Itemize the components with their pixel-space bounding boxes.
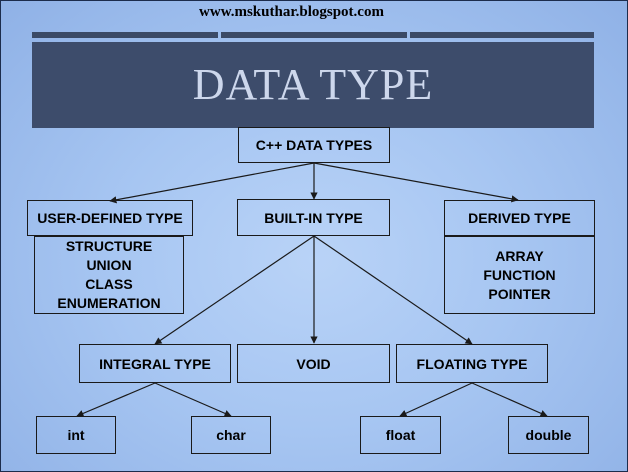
float-label: float [385, 427, 416, 443]
user-defined-node: USER-DEFINED TYPE [27, 200, 193, 236]
header-stripe-middle [221, 32, 407, 38]
arrow-integral-to-int [76, 382, 156, 417]
list-item: ARRAY [495, 247, 544, 264]
arrow-integral-to-char [154, 382, 232, 417]
int-label: int [67, 427, 85, 443]
built-in-node: BUILT-IN TYPE [237, 199, 390, 236]
banner-title: DATA TYPE [192, 60, 434, 109]
list-item: STRUCTURE [65, 238, 153, 254]
title-banner: DATA TYPE [32, 42, 594, 128]
header-stripe-left [32, 32, 218, 38]
char-label: char [216, 427, 246, 443]
arrow-floating-to-double [471, 382, 548, 417]
site-url: www.mskuthar.blogspot.com [199, 4, 384, 20]
integral-node: INTEGRAL TYPE [79, 344, 231, 383]
integral-label: INTEGRAL TYPE [99, 355, 211, 372]
arrow-built-in-to-integral [154, 235, 315, 345]
double-node: double [508, 416, 589, 454]
root-node: C++ DATA TYPES [238, 127, 390, 163]
void-label: VOID [296, 355, 331, 372]
arrow-root-to-user-defined [109, 162, 315, 204]
list-item: ENUMERATION [57, 295, 161, 311]
floating-node: FLOATING TYPE [396, 344, 548, 383]
arrow-built-in-to-floating [313, 235, 473, 345]
derived-label: DERIVED TYPE [468, 210, 571, 226]
list-item: POINTER [488, 285, 551, 302]
char-node: char [191, 416, 271, 454]
built-in-label: BUILT-IN TYPE [264, 209, 363, 226]
arrow-root-to-derived [313, 162, 519, 203]
void-node: VOID [237, 344, 390, 383]
list-item: UNION [86, 257, 132, 273]
floating-label: FLOATING TYPE [416, 355, 528, 372]
derived-node: DERIVED TYPE [444, 200, 595, 236]
derived-list: ARRAY FUNCTION POINTER [444, 236, 595, 314]
list-item: CLASS [85, 276, 133, 292]
double-label: double [525, 427, 572, 443]
int-node: int [36, 416, 116, 454]
user-defined-list: STRUCTURE UNION CLASS ENUMERATION [34, 236, 184, 314]
header-stripe-right [410, 32, 594, 38]
arrow-floating-to-float [399, 382, 473, 417]
root-label: C++ DATA TYPES [255, 137, 373, 153]
float-node: float [360, 416, 441, 454]
user-defined-label: USER-DEFINED TYPE [37, 210, 183, 226]
list-item: FUNCTION [483, 266, 556, 283]
